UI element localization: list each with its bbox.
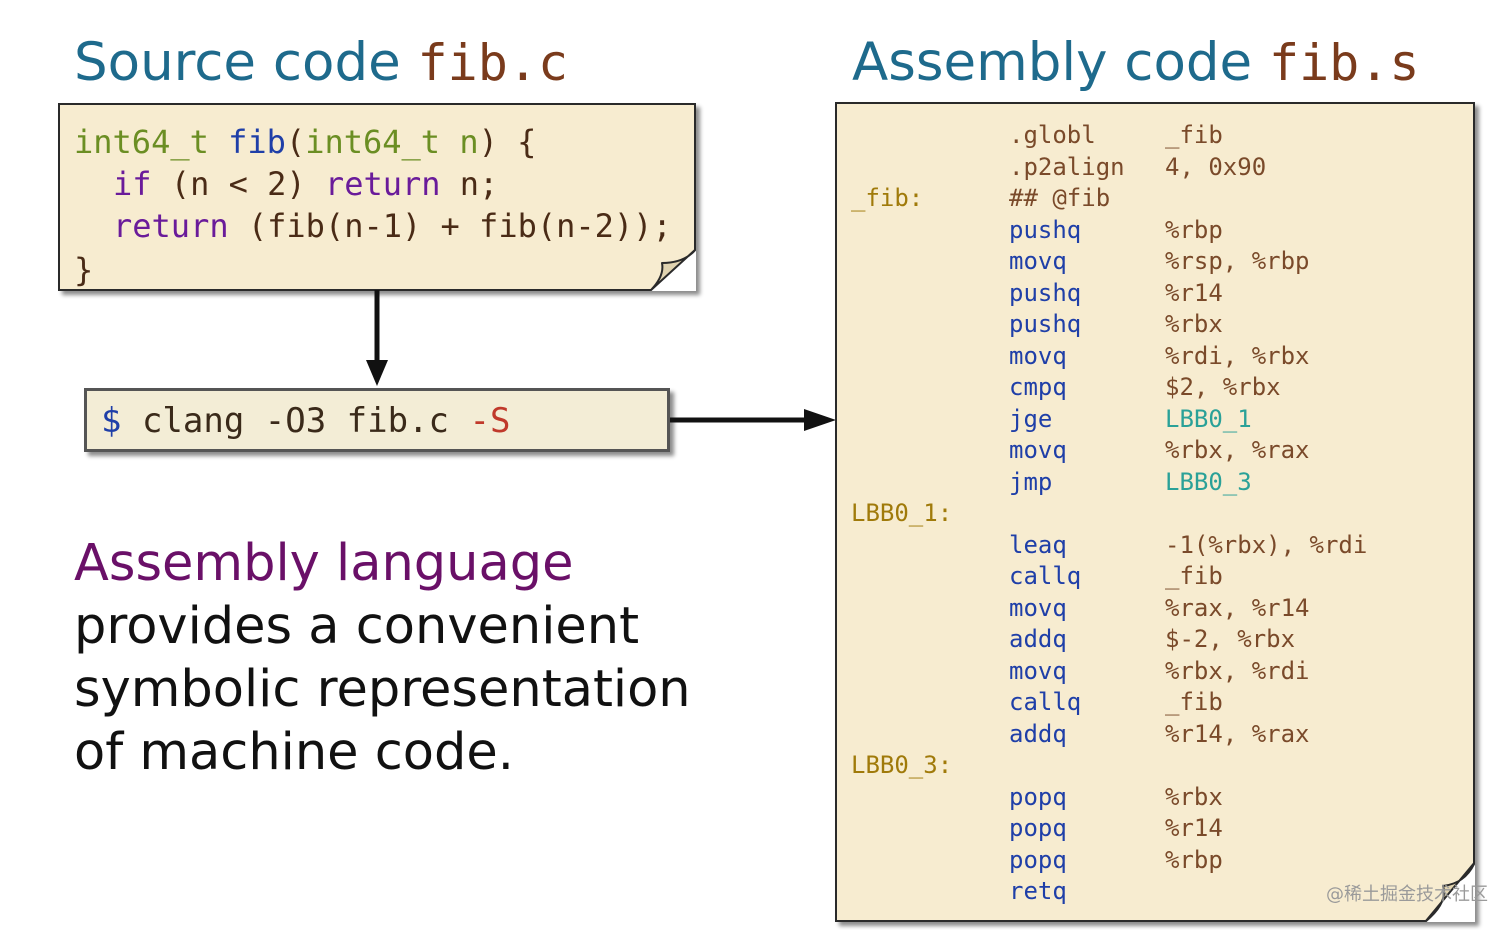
asm-line: _fib: ## @fib: [837, 184, 1457, 215]
asm-line: popq %r14: [837, 814, 1457, 845]
asm-line: leaq -1(%rbx), %rdi: [837, 531, 1457, 562]
asm-line: pushq %rbp: [837, 216, 1457, 247]
asm-operands: %r14: [1165, 814, 1223, 842]
asm-mnemonic: jmp: [1009, 467, 1053, 496]
source-line-3: return (fib(n-1) + fib(n-2));: [113, 207, 672, 245]
asm-operands: $2, %rbx: [1165, 373, 1281, 401]
asm-line: jmp LBB0_3: [837, 468, 1457, 499]
asm-line: retq: [837, 877, 1457, 908]
asm-line: movq %rbx, %rax: [837, 436, 1457, 467]
assembly-code-title: Assembly code fib.s: [852, 32, 1420, 93]
asm-operands: 4, 0x90: [1165, 152, 1267, 181]
asm-mnemonic: leaq: [1009, 530, 1067, 559]
asm-operands: %rdi, %rbx: [1165, 341, 1310, 370]
assembly-language-heading: Assembly language: [74, 534, 574, 593]
asm-line: LBB0_1:: [837, 499, 1457, 530]
down-arrow-icon: [366, 290, 388, 386]
asm-operands: %rbp: [1165, 845, 1223, 874]
asm-mnemonic: .globl: [1009, 121, 1096, 149]
assembly-filename: fib.s: [1268, 34, 1420, 92]
asm-mnemonic: popq: [1009, 845, 1067, 874]
asm-operands: %rbx, %rax: [1165, 436, 1310, 464]
asm-line: movq %rax, %r14: [837, 594, 1457, 625]
asm-line: pushq %r14: [837, 279, 1457, 310]
asm-mnemonic: callq: [1009, 562, 1082, 590]
asm-operands: %rbp: [1165, 215, 1223, 244]
asm-mnemonic: addq: [1009, 625, 1067, 653]
asm-line: addq $-2, %rbx: [837, 625, 1457, 656]
assembly-description: Assembly language provides a convenient …: [74, 534, 691, 782]
asm-operands: _fib: [1165, 121, 1223, 149]
asm-operands: %rbx: [1165, 782, 1223, 811]
asm-mnemonic: movq: [1009, 247, 1067, 275]
asm-line: popq %rbx: [837, 783, 1457, 814]
asm-line: jge LBB0_1: [837, 405, 1457, 436]
asm-line: callq _fib: [837, 688, 1457, 719]
asm-line: LBB0_3:: [837, 751, 1457, 782]
page-curl-icon: [650, 249, 696, 291]
compile-command-box: $ clang -O3 fib.c -S: [84, 388, 670, 452]
asm-operands: $-2, %rbx: [1165, 625, 1296, 653]
asm-mnemonic: callq: [1009, 688, 1082, 716]
asm-label: LBB0_3:: [851, 751, 953, 779]
asm-mnemonic: movq: [1009, 656, 1067, 685]
asm-operands: %rbx: [1165, 310, 1223, 338]
asm-operands: LBB0_1: [1165, 404, 1252, 433]
source-line-4: }: [74, 251, 94, 289]
asm-line: movq %rsp, %rbp: [837, 247, 1457, 278]
asm-operands: LBB0_3: [1165, 467, 1252, 496]
asm-label: _fib:: [851, 184, 924, 212]
asm-mnemonic: retq: [1009, 877, 1067, 905]
asm-line: callq _fib: [837, 562, 1457, 593]
asm-line: .globl _fib: [837, 121, 1457, 152]
source-code-title: Source code fib.c: [74, 32, 569, 93]
asm-mnemonic: movq: [1009, 341, 1067, 370]
asm-mnemonic: movq: [1009, 436, 1067, 464]
asm-line: movq %rdi, %rbx: [837, 342, 1457, 373]
page-curl-icon: [1425, 862, 1475, 922]
asm-line: cmpq $2, %rbx: [837, 373, 1457, 404]
asm-operands: %r14: [1165, 278, 1223, 307]
asm-operands: %rsp, %rbp: [1165, 247, 1310, 275]
asm-operands: %rax, %r14: [1165, 593, 1310, 622]
asm-operands: %rbx, %rdi: [1165, 656, 1310, 685]
asm-line: addq %r14, %rax: [837, 720, 1457, 751]
asm-operands: _fib: [1165, 688, 1223, 716]
asm-line: pushq %rbx: [837, 310, 1457, 341]
assembly-code-box: .globl _fib .p2align 4, 0x90 _fib: ## @fib pus…: [835, 102, 1475, 922]
asm-line: .p2align 4, 0x90: [837, 153, 1457, 184]
asm-mnemonic: popq: [1009, 814, 1067, 842]
asm-mnemonic: movq: [1009, 593, 1067, 622]
right-arrow-icon: [670, 409, 836, 431]
compile-command: $ clang -O3 fib.c -S: [101, 401, 511, 441]
watermark: @稀土掘金技术社区: [1326, 884, 1488, 905]
source-line-1: int64_t fib(int64_t n) {: [74, 123, 537, 161]
asm-mnemonic: .p2align: [1009, 152, 1125, 181]
asm-mnemonic: pushq: [1009, 278, 1082, 307]
asm-mnemonic: pushq: [1009, 310, 1082, 338]
asm-operands: _fib: [1165, 562, 1223, 590]
asm-mnemonic: jge: [1009, 404, 1053, 433]
asm-mnemonic: pushq: [1009, 215, 1082, 244]
asm-operands: %r14, %rax: [1165, 719, 1310, 748]
asm-mnemonic: popq: [1009, 782, 1067, 811]
asm-operands: -1(%rbx), %rdi: [1165, 530, 1368, 559]
asm-label: LBB0_1:: [851, 499, 953, 527]
asm-mnemonic: addq: [1009, 719, 1067, 748]
source-filename: fib.c: [417, 34, 569, 92]
asm-line: popq %rbp: [837, 846, 1457, 877]
asm-mnemonic: cmpq: [1009, 373, 1067, 401]
source-line-2: if (n < 2) return n;: [113, 165, 499, 203]
asm-mnemonic: ## @fib: [1009, 184, 1111, 212]
source-code-box: int64_t fib(int64_t n) { if (n < 2) retu…: [58, 103, 696, 291]
asm-line: movq %rbx, %rdi: [837, 657, 1457, 688]
